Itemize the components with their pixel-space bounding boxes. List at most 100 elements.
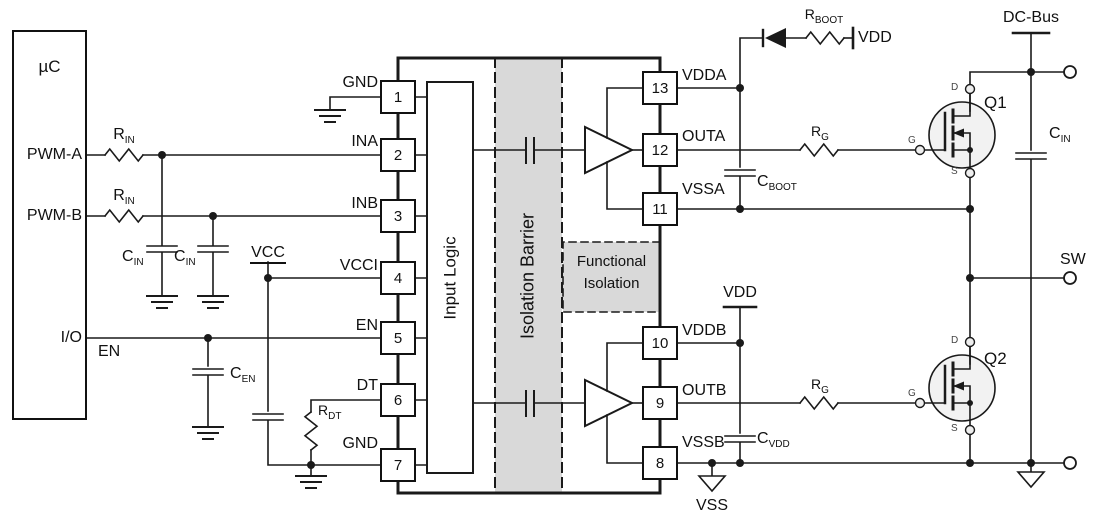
buffer-b [584,378,635,428]
pin-box-9: 9 [642,386,678,420]
cen-label: CEN [230,365,256,386]
q1-source-node [964,167,976,179]
pin-name-vddb: VDDB [682,322,727,339]
rboot-label: RBOOT [804,6,844,26]
pin-name-gnd-7: GND [342,435,378,452]
iso-cap-a [525,137,535,164]
q1-gate-node [914,144,926,156]
q1-drain-node [964,83,976,95]
rin-b-label: RIN [113,187,135,208]
q1-label: Q1 [984,93,1007,112]
q2-drain-letter: D [951,335,959,346]
rdt-resistor [303,410,319,452]
vdd-bottom-label: VDD [723,284,757,301]
pin-box-2: 2 [380,138,416,172]
cvdd-capacitor [724,306,756,464]
cin-a-capacitor [146,154,178,297]
ground-cen [192,426,224,440]
rboot-resistor [804,30,846,46]
pin-name-vdda: VDDA [682,67,727,84]
input-logic-label: Input Logic [440,236,460,320]
rdt-label: RDT [318,402,342,422]
q2-drain-node [964,336,976,348]
cen-capacitor [192,337,224,428]
dcbus-terminal [1063,65,1077,79]
isolation-barrier-band [494,57,563,494]
gnd-terminal [1063,456,1077,470]
pin-box-4: 4 [380,261,416,295]
pin-name-gnd-1: GND [342,74,378,91]
ground-cin-a [146,295,178,309]
iso-cap-b [525,390,535,417]
vcc-label: VCC [250,244,286,264]
rg-a-resistor [798,142,840,158]
pwm-b-label: PWM-B [26,207,82,224]
q1-drain-letter: D [951,82,959,93]
q2-gate-letter: G [908,388,916,399]
cin-a-label: CIN [122,248,144,269]
buffer-a [584,125,635,175]
pin-box-13: 13 [642,71,678,105]
channel-b-path [472,342,645,464]
cin-b-capacitor [197,215,229,297]
functional-isolation-box [562,241,661,313]
pin-box-6: 6 [380,383,416,417]
pin-box-11: 11 [642,192,678,226]
q2-source-letter: S [951,423,958,434]
rin-a-resistor [103,147,145,163]
isolation-barrier-label: Isolation Barrier [517,212,538,340]
pin-name-dt: DT [356,377,378,394]
pin-name-vssa: VSSA [682,181,725,198]
power-stage [675,31,1077,493]
mcu-title: µC [38,57,61,76]
sw-terminal [1063,271,1077,285]
q2-source-node [964,424,976,436]
q1-mosfet [914,83,996,179]
q1-source-letter: S [951,166,958,177]
pwm-a-label: PWM-A [26,146,82,163]
io-label: I/O [60,329,82,346]
rg-b-resistor [798,395,840,411]
pin-name-ina: INA [351,133,378,150]
pin-name-outb: OUTB [682,382,727,399]
rin-b-resistor [103,208,145,224]
ground-cin-b [197,295,229,309]
en-net-label: EN [98,343,121,360]
ground-rdt [295,475,327,489]
cvdd-label: CVDD [757,430,790,451]
pin-name-vcci: VCCI [339,257,378,274]
q2-label: Q2 [984,349,1007,368]
cin-bus-capacitor [1015,71,1047,464]
pin-box-8: 8 [642,446,678,480]
functional-isolation-label: Functional Isolation [576,253,647,292]
q1-gate-letter: G [908,135,916,146]
vdd-top-label: VDD [858,29,892,46]
junction-dots [158,68,1035,469]
rg-a-label: RG [811,123,829,143]
rg-b-label: RG [811,376,829,396]
mcu-box [12,30,87,420]
pin-name-vssb: VSSB [682,434,725,451]
vss-triangle [697,475,727,493]
input-logic-box [426,81,474,474]
ic-pin-stubs [413,96,428,466]
pin-box-3: 3 [380,199,416,233]
pin-name-en: EN [355,317,378,334]
pin-name-outa: OUTA [682,128,726,145]
ground-symbols [146,109,346,489]
cin-bus-label: CIN [1049,125,1071,146]
channel-a-external [675,26,971,210]
pin-box-1: 1 [380,80,416,114]
vcc-rail [252,261,383,466]
sw-label: SW [1060,251,1086,268]
boot-diode [761,28,786,48]
cboot-capacitor [724,87,756,210]
pin-name-inb: INB [351,195,378,212]
channel-b-external [675,305,916,464]
pgnd-triangle [1016,471,1046,489]
vss-label: VSS [695,497,728,514]
input-side-wiring [86,96,383,477]
pin-box-12: 12 [642,133,678,167]
